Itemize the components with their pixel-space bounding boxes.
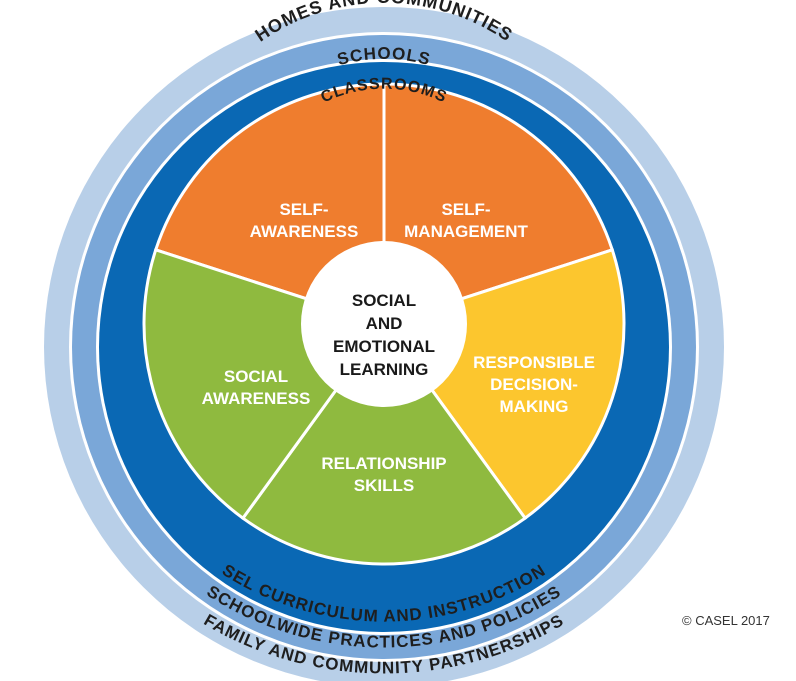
segment-label-relationship-skills: SKILLS — [354, 476, 414, 495]
segment-relationship-skills — [240, 321, 528, 566]
segment-label-responsible-decision-making: DECISION- — [490, 375, 578, 394]
segment-label-self-awareness: SELF- — [279, 200, 328, 219]
segment-label-social-awareness: SOCIAL — [224, 367, 288, 386]
segment-label-self-awareness: AWARENESS — [250, 222, 359, 241]
segment-label-responsible-decision-making: RESPONSIBLE — [473, 353, 595, 372]
copyright-notice: © CASEL 2017 — [682, 613, 770, 628]
center-label-line-4: LEARNING — [340, 360, 429, 379]
center-label-line-2: AND — [366, 314, 403, 333]
center-circle — [301, 241, 467, 407]
segment-label-self-management: SELF- — [441, 200, 490, 219]
segment-label-social-awareness: AWARENESS — [202, 389, 311, 408]
center-label-line-1: SOCIAL — [352, 291, 416, 310]
center-label-line-3: EMOTIONAL — [333, 337, 435, 356]
segment-label-responsible-decision-making: MAKING — [500, 397, 569, 416]
segment-label-self-management: MANAGEMENT — [404, 222, 528, 241]
segment-label-relationship-skills: RELATIONSHIP — [321, 454, 446, 473]
